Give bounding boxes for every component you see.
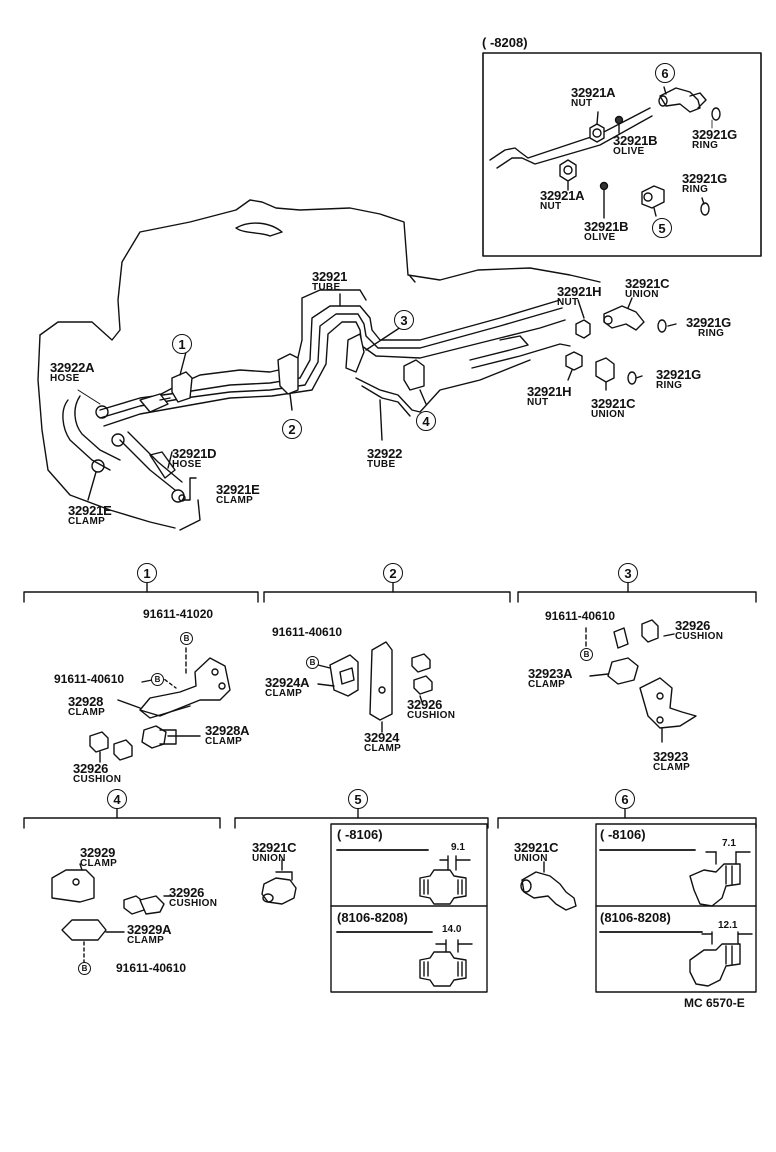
callout-3-main: 3: [394, 310, 414, 330]
d6-range-b: (8106-8208): [600, 910, 671, 925]
callout-2-main: 2: [282, 419, 302, 439]
d2-bolt-mark: B: [306, 656, 319, 669]
d4-bolt-mark: B: [78, 962, 91, 975]
d2-bolt: 91611-40610: [272, 625, 343, 639]
callout-4-main: 4: [416, 411, 436, 431]
callout-6: 6: [655, 63, 675, 83]
d6-range-a: ( -8106): [600, 827, 646, 842]
d5-range-b: (8106-8208): [337, 910, 408, 925]
d5-range-a: ( -8106): [337, 827, 383, 842]
d3-bolt-mark: B: [580, 648, 593, 661]
section-callout-3: 3: [618, 563, 638, 583]
section-callout-4: 4: [107, 789, 127, 809]
inset-date-range: ( -8208): [482, 35, 528, 50]
d6-dim-b: 12.1: [718, 920, 738, 931]
section-callout-2: 2: [383, 563, 403, 583]
d5-dim-b: 14.0: [442, 924, 462, 935]
d1-bolt-top: 91611-41020: [143, 607, 214, 621]
section-callout-6: 6: [615, 789, 635, 809]
d1-bolt-left: 91611-40610: [54, 672, 125, 686]
d1-bolt-mark-top: B: [180, 632, 193, 645]
section-callout-1: 1: [137, 563, 157, 583]
d5-dim-a: 9.1: [451, 842, 465, 853]
d4-bolt: 91611-40610: [116, 961, 187, 975]
d1-bolt-mark-left: B: [151, 673, 164, 686]
d6-dim-a: 7.1: [722, 838, 736, 849]
section-callout-5: 5: [348, 789, 368, 809]
d3-bolt: 91611-40610: [545, 609, 616, 623]
callout-1-main: 1: [172, 334, 192, 354]
engine-outline: [39, 199, 601, 341]
inset-box: [482, 52, 762, 257]
figure-code: MC 6570-E: [684, 996, 745, 1010]
callout-5: 5: [652, 218, 672, 238]
